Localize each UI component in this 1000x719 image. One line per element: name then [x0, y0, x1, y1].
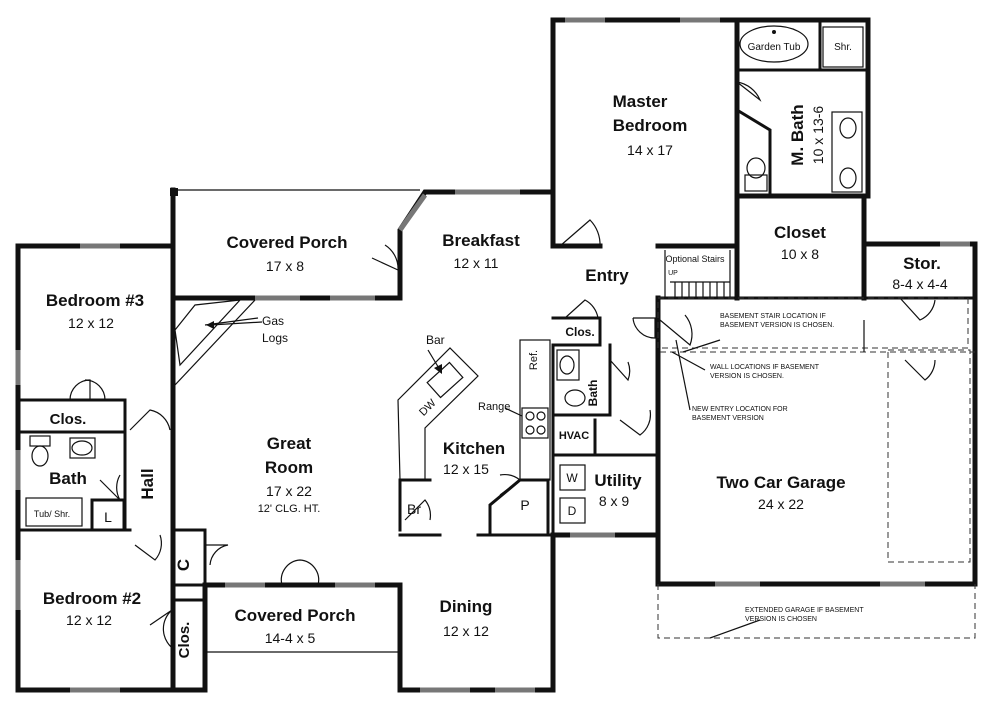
covered-porch-bottom-dim: 14-4 x 5: [265, 630, 316, 646]
hvac-label: HVAC: [559, 430, 589, 442]
basement-stair-note-2: BASEMENT VERSION IS CHOSEN.: [720, 322, 834, 329]
entry-bath-label: Bath: [586, 380, 600, 407]
fireplace-icon: [174, 299, 242, 367]
bath-label: Bath: [49, 469, 87, 488]
optional-stairs-label: Optional Stairs: [665, 254, 725, 264]
bedroom3-label: Bedroom #3: [46, 291, 144, 310]
pantry-label: P: [520, 497, 529, 513]
utility-label: Utility: [594, 471, 642, 490]
great-room-ceiling-note: 12' CLG. HT.: [258, 503, 321, 515]
kitchen-bar-counter: [397, 347, 479, 481]
covered-porch-top-dim: 17 x 8: [266, 258, 304, 274]
garage-label: Two Car Garage: [716, 473, 845, 492]
stairs-up-label: UP: [668, 270, 678, 277]
covered-porch-top-label: Covered Porch: [227, 233, 348, 252]
m-bath-label: M. Bath: [788, 104, 807, 165]
breakfast-label: Breakfast: [442, 231, 520, 250]
dryer-icon: [559, 497, 586, 524]
kitchen-counter: [519, 339, 551, 481]
room-labels: Master Bedroom 14 x 17 M. Bath 10 x 13-6…: [43, 92, 948, 646]
gas-label: Gas: [262, 314, 284, 328]
range-label: Range: [478, 401, 510, 413]
garden-tub-label: Garden Tub: [748, 42, 801, 53]
range-icon: [521, 407, 549, 439]
exterior-walls: [15, 17, 978, 693]
wall-locations-note-2: VERSION IS CHOSEN.: [710, 373, 784, 380]
bedroom2-closet-label: Clos.: [176, 622, 193, 659]
sink-icon: [839, 117, 857, 139]
fixture-labels: Garden Tub Shr. Optional Stairs UP Gas L…: [34, 42, 852, 658]
great-room-label: Great: [267, 434, 312, 453]
bar-label: Bar: [426, 333, 445, 347]
bedroom3-dim: 12 x 12: [68, 315, 114, 331]
m-bath-dim: 10 x 13-6: [810, 106, 826, 165]
toilet-icon: [31, 445, 49, 467]
great-room-label-2: Room: [265, 458, 313, 477]
new-entry-note-2: BASEMENT VERSION: [692, 415, 764, 422]
extended-garage-note-2: VERSION IS CHOSEN: [745, 616, 817, 623]
toilet-icon: [564, 389, 586, 407]
master-bedroom-dim: 14 x 17: [627, 142, 673, 158]
new-entry-note-1: NEW ENTRY LOCATION FOR: [692, 406, 788, 413]
shower-icon: [822, 26, 864, 68]
garage-dim: 24 x 22: [758, 496, 804, 512]
doors: [69, 81, 936, 651]
refrigerator-label: Ref.: [528, 350, 540, 370]
kitchen-sink-icon: [426, 361, 464, 399]
covered-porch-bottom-label: Covered Porch: [235, 606, 356, 625]
breakfast-dim: 12 x 11: [454, 255, 499, 271]
utility-dim: 8 x 9: [599, 493, 630, 509]
great-room-dim: 17 x 22: [266, 483, 312, 499]
hall-label: Hall: [138, 468, 157, 499]
closet-dim: 10 x 8: [781, 246, 819, 262]
entry-closet-label: Clos.: [565, 325, 594, 339]
basement-notes: BASEMENT STAIR LOCATION IF BASEMENT VERS…: [692, 313, 864, 623]
washer-icon: [559, 464, 586, 491]
bedroom2-dim: 12 x 12: [66, 612, 112, 628]
bedroom2-label: Bedroom #2: [43, 589, 141, 608]
entry-label: Entry: [585, 266, 629, 285]
extended-garage-note-1: EXTENDED GARAGE IF BASEMENT: [745, 607, 864, 614]
sink-icon: [839, 167, 857, 189]
dishwasher-label: DW: [417, 397, 439, 419]
coat-closet-label: C: [174, 559, 193, 571]
closet-label: Closet: [774, 223, 826, 242]
basement-dashed-lines: [657, 297, 976, 639]
sink-icon: [71, 440, 93, 456]
linen-closet-label: L: [104, 509, 112, 525]
tub-icon: [25, 497, 83, 527]
kitchen-dim: 12 x 15: [443, 461, 489, 477]
sink-icon: [559, 355, 575, 375]
basement-stair-note-1: BASEMENT STAIR LOCATION IF: [720, 313, 826, 320]
washer-label: W: [566, 471, 578, 485]
interior-walls: [16, 18, 870, 602]
fixtures: [25, 25, 864, 639]
bedroom3-closet-label: Clos.: [50, 411, 87, 428]
tub-shower-label: Tub/ Shr.: [34, 509, 70, 519]
logs-label: Logs: [262, 331, 288, 345]
broom-closet-label: Br: [407, 501, 421, 517]
wall-locations-note-1: WALL LOCATIONS IF BASEMENT: [710, 364, 820, 371]
garden-tub-icon: [739, 25, 809, 63]
shower-label: Shr.: [834, 42, 852, 53]
toilet-icon: [746, 157, 766, 179]
kitchen-label: Kitchen: [443, 439, 505, 458]
master-bedroom-label-2: Bedroom: [613, 116, 688, 135]
master-bedroom-label: Master: [613, 92, 668, 111]
dining-label: Dining: [440, 597, 493, 616]
stor-label: Stor.: [903, 254, 941, 273]
dryer-label: D: [568, 504, 577, 518]
windows: [15, 17, 970, 693]
dining-dim: 12 x 12: [443, 623, 489, 639]
stor-dim: 8-4 x 4-4: [892, 276, 947, 292]
stairs: [670, 281, 730, 298]
